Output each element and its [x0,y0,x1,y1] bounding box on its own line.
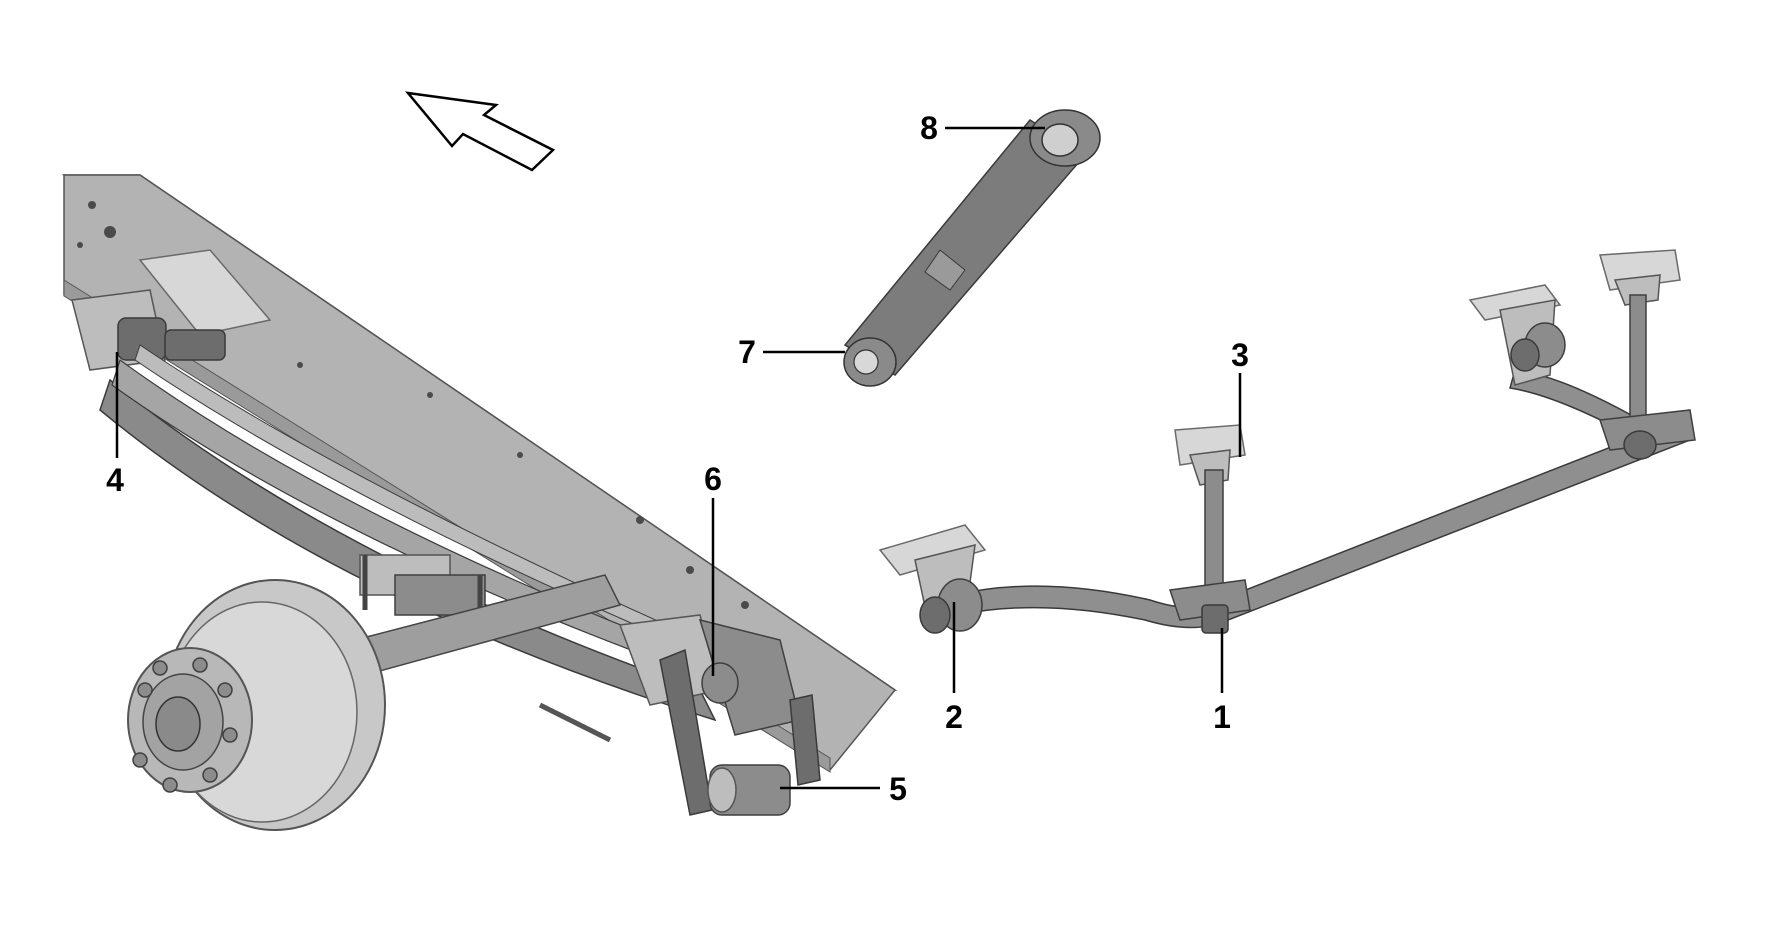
stabilizer-right-link [1598,249,1696,460]
callout-3: 3 [1231,337,1249,373]
leader-lines [115,126,1242,790]
callout-2: 2 [945,699,963,735]
callout-4: 4 [106,462,124,498]
rear-shackle [618,614,821,816]
callout-5: 5 [889,771,907,807]
callout-8: 8 [920,110,938,146]
stabilizer-left-link [1169,424,1251,634]
stabilizer-bar [954,369,1692,629]
callout-6: 6 [704,461,722,497]
direction-arrow-icon [404,91,556,172]
shock-absorber [843,109,1101,387]
u-bolt-clamp [359,554,486,630]
front-spring-bracket [71,249,272,371]
callout-labels: 1 2 3 4 5 6 7 8 [106,110,1249,807]
callout-1: 1 [1213,699,1231,735]
callout-7: 7 [738,334,756,370]
brake-drum [127,579,386,831]
stabilizer-right-mount [1468,284,1566,386]
stabilizer-left-mount [878,524,987,634]
